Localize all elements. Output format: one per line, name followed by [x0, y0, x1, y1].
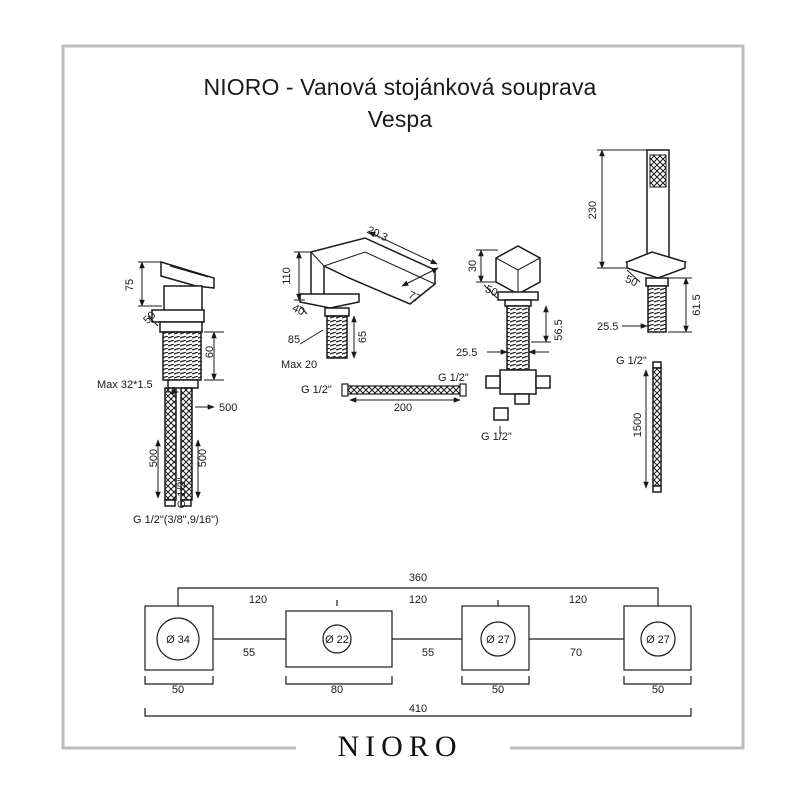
plan-overall-360: 360 [409, 572, 427, 584]
plan-overall-410: 410 [409, 703, 427, 715]
handshower-hose-1500: 1500 [632, 413, 644, 437]
plan-width-2: 80 [331, 684, 343, 696]
product-name: Vespa [367, 106, 433, 132]
spout-drawing [299, 237, 436, 359]
handshower-hose-thread: G 1/2" [616, 355, 647, 367]
diverter-outlet: G 1/2" [481, 431, 512, 443]
mixer-height-75: 75 [124, 279, 136, 291]
diverter-base-50: 50 [483, 283, 499, 299]
connector-right-thread: G 1/2" [438, 372, 469, 384]
mixer-hose-500-mid: 500 [197, 449, 209, 467]
handshower-dimensions [597, 149, 692, 489]
spout-dimensions [294, 231, 439, 359]
spout-width-77: 77 [406, 289, 422, 305]
handshower-length-230: 230 [587, 201, 599, 219]
plan-hole-4: Ø 27 [646, 634, 670, 646]
drawing-title: NIORO - Vanová stojánková souprava [203, 74, 597, 100]
mixer-hose-500-left: 500 [148, 449, 160, 467]
spout-base-40: 40 [290, 302, 306, 318]
plan-width-1: 50 [172, 684, 184, 696]
diverter-25-5: 25.5 [456, 347, 477, 359]
mixer-max-thread: Max 32*1.5 [97, 379, 153, 391]
spout-shank-65: 65 [357, 331, 369, 343]
plan-hole-2: Ø 22 [325, 634, 349, 646]
page-frame [61, 44, 745, 750]
diverter-drawing [485, 245, 551, 421]
spout-height-110: 110 [281, 267, 293, 285]
handshower-25-5: 25.5 [597, 321, 618, 333]
plan-gap-3: 70 [570, 647, 582, 659]
plan-spacing-3: 120 [569, 594, 587, 606]
diverter-height-30: 30 [467, 260, 479, 272]
handshower-61-5: 61.5 [691, 294, 703, 315]
diverter-56-5: 56.5 [553, 319, 565, 340]
connector-hose [341, 383, 467, 403]
plan-spacing-2: 120 [409, 594, 427, 606]
spout-85: 85 [288, 334, 300, 346]
mixer-drawing [151, 260, 215, 507]
brand-logo: NIORO [337, 730, 463, 763]
plan-spacing-1: 120 [249, 594, 267, 606]
layout-plan [144, 587, 692, 717]
mixer-hose-end: G 1/2" [176, 478, 188, 509]
connector-left-thread: G 1/2" [301, 384, 332, 396]
handshower-drawing [624, 149, 688, 493]
handshower-base-50: 50 [623, 273, 639, 289]
diverter-dimensions [476, 249, 551, 434]
plan-gap-1: 55 [243, 647, 255, 659]
plan-hole-3: Ø 27 [486, 634, 510, 646]
mixer-shank-60: 60 [204, 346, 216, 358]
spout-max-20: Max 20 [281, 359, 317, 371]
plan-width-3: 50 [492, 684, 504, 696]
plan-gap-2: 55 [422, 647, 434, 659]
mixer-hose-500-right: 500 [219, 402, 237, 414]
plan-hole-1: Ø 34 [166, 634, 190, 646]
plan-width-4: 50 [652, 684, 664, 696]
mixer-dimensions [138, 261, 224, 499]
mixer-connection: G 1/2"(3/8",9/16") [133, 514, 219, 526]
connector-length: 200 [394, 402, 412, 414]
